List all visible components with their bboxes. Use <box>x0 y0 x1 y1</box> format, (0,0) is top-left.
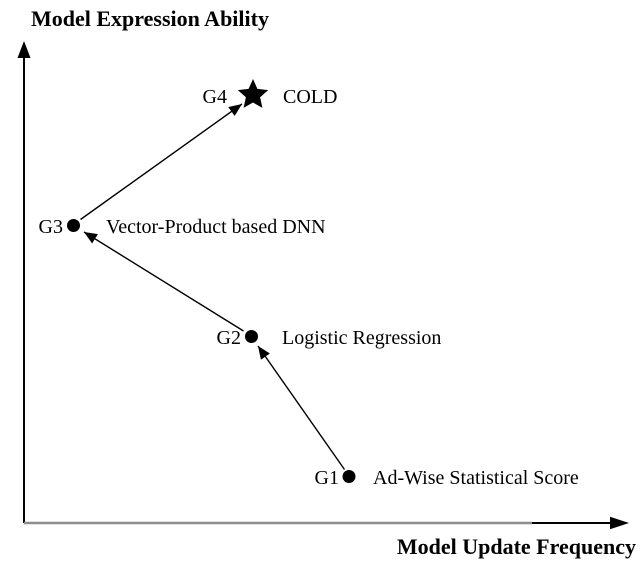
point-g1-id-label: G1 <box>315 467 339 489</box>
point-g3: G3 Vector-Product based DNN <box>39 216 326 238</box>
x-axis-arrowhead-icon <box>610 516 629 530</box>
point-g3-name-label: Vector-Product based DNN <box>106 216 326 238</box>
point-g1: G1 Ad-Wise Statistical Score <box>315 467 579 489</box>
dot-marker-icon <box>245 330 258 343</box>
dot-marker-icon <box>67 219 80 232</box>
y-axis-arrowhead-icon <box>17 41 31 58</box>
star-marker-icon <box>237 79 269 108</box>
point-g2-id-label: G2 <box>217 327 241 349</box>
point-g4: G4 COLD <box>203 79 337 108</box>
arrow-g3-to-g4 <box>80 103 243 221</box>
dot-marker-icon <box>342 470 356 483</box>
point-g2: G2 Logistic Regression <box>217 327 442 349</box>
point-g1-name-label: Ad-Wise Statistical Score <box>373 467 579 489</box>
point-g2-name-label: Logistic Regression <box>282 327 441 349</box>
arrow-g2-to-g3 <box>83 231 244 332</box>
x-axis-title: Model Update Frequency <box>397 534 636 559</box>
point-g4-name-label: COLD <box>283 86 337 108</box>
point-g4-id-label: G4 <box>203 86 227 108</box>
y-axis-title: Model Expression Ability <box>31 6 269 31</box>
arrow-g1-to-g2 <box>257 345 346 470</box>
point-g3-id-label: G3 <box>39 216 63 238</box>
